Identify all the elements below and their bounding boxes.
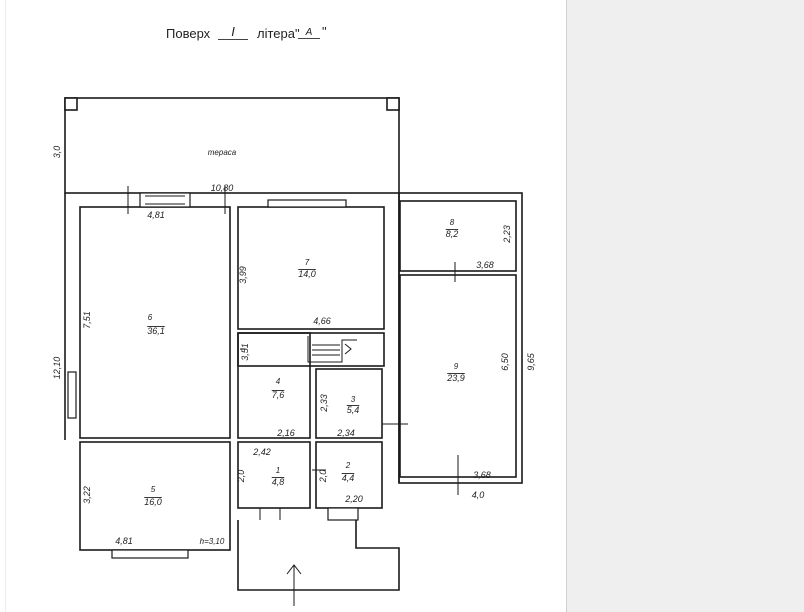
room-5-number: 5 (151, 485, 156, 494)
terrace-outline (64, 97, 400, 194)
room-8-number: 8 (450, 218, 455, 227)
litera-label: літера" (257, 26, 300, 41)
dim-room-4-bottom: 2,16 (276, 428, 295, 438)
dim-room-1-top: 2,42 (252, 447, 271, 457)
room-8-area: 8,2 (446, 229, 459, 239)
room-5-outline (79, 441, 231, 551)
walls (64, 97, 523, 591)
dim-annex-bottom: 4,0 (472, 490, 485, 500)
details (127, 186, 459, 606)
dim-annex-overall: 9,65 (526, 352, 536, 371)
sheet-edge (5, 0, 6, 612)
dim-room-8-bottom: 3,68 (476, 260, 494, 270)
room-2-number: 2 (345, 461, 351, 470)
room-8-outline (399, 200, 517, 272)
dim-room-6-left: 7,51 (82, 311, 92, 329)
room-1-outline (237, 441, 311, 509)
dim-room-5-bottom: 4,81 (115, 536, 133, 546)
terrace-post-right (386, 97, 400, 111)
window-room-5 (111, 549, 189, 559)
room-4-outline (237, 332, 311, 439)
dim-room-5-left: 3,22 (82, 486, 92, 504)
dim-room-9-bottom: 3,68 (473, 470, 491, 480)
dim-room-2-bottom: 2,20 (344, 494, 363, 504)
room-3-number: 3 (351, 395, 356, 404)
floor-value: I (218, 24, 248, 40)
window-room-6 (139, 192, 191, 208)
dim-room-1-left: 2,0 (236, 470, 246, 484)
window-left-wall (67, 371, 77, 419)
annex-outline (398, 192, 523, 484)
dim-room-6-top: 4,81 (147, 210, 165, 220)
window-room-7 (267, 199, 347, 208)
terrace-width: 10,80 (211, 183, 234, 193)
dim-room-8-right: 2,23 (502, 225, 512, 244)
stair-arrow (344, 343, 352, 355)
room-6-area: 36,1 (147, 326, 165, 336)
room-7-area: 14,0 (298, 269, 316, 279)
ceiling-height: h=3,10 (200, 537, 225, 546)
entrance-porch-outline (237, 520, 400, 591)
terrace-label: тераса (208, 148, 237, 157)
room-4-area: 7,6 (272, 390, 285, 400)
room-3-area: 5,4 (347, 405, 360, 415)
room-1-area: 4,8 (272, 477, 285, 487)
plan-header: Поверх I літера" А " (0, 22, 566, 46)
entry-arrow-head (286, 564, 302, 575)
room-9-area: 23,9 (446, 373, 465, 383)
room-1-number: 1 (276, 466, 280, 475)
litera-value: А (298, 27, 320, 39)
staircase (307, 336, 357, 363)
room-7-outline (237, 206, 385, 330)
stair-block-outline (237, 332, 385, 367)
windows (67, 192, 359, 559)
window-room-2 (327, 507, 359, 521)
floor-plan-drawing: тераса 3,0 10,80 6 36,1 7 14,0 4 7,6 3 5… (52, 97, 536, 606)
room-3-outline (315, 368, 383, 439)
room-2-area: 4,4 (342, 473, 355, 483)
dim-room-7-bottom: 4,66 (313, 316, 331, 326)
dim-room-9-right: 6,50 (500, 353, 510, 371)
dim-room-3-left: 2,33 (319, 394, 329, 413)
dim-room-2-left: 2,0 (318, 470, 328, 484)
litera-close-quote: " (322, 24, 327, 39)
room-9-number: 9 (454, 362, 459, 371)
dim-room-7-left: 3,99 (238, 266, 248, 284)
floor-label: Поверх (166, 26, 211, 41)
terrace-post-left (64, 97, 78, 111)
dim-overall-left: 12,10 (52, 357, 62, 380)
terrace-depth: 3,0 (52, 146, 62, 159)
room-6-number: 6 (148, 313, 153, 322)
page-gutter (566, 0, 804, 612)
room-6-outline (79, 206, 231, 439)
room-4-number: 4 (276, 377, 281, 386)
dim-room-4-left: 3,51 (240, 343, 250, 361)
room-5-area: 16,0 (144, 497, 162, 507)
plan-sheet (0, 0, 566, 612)
dim-room-3-bottom: 2,34 (336, 428, 355, 438)
room-7-number: 7 (305, 258, 310, 267)
